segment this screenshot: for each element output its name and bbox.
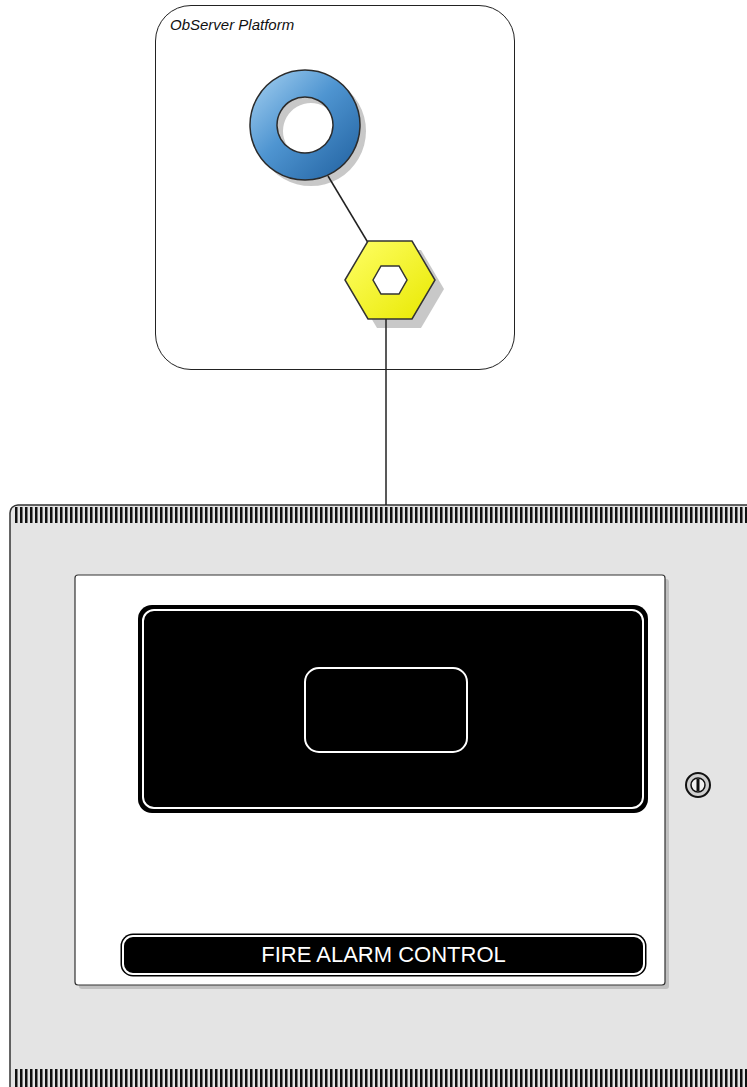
platform-label: ObServer Platform bbox=[170, 16, 294, 33]
platform-box: ObServer Platform bbox=[155, 5, 515, 370]
ring-symbol bbox=[250, 70, 366, 186]
fire-panel: FIRE ALARM CONTROL bbox=[10, 505, 747, 1087]
connector-line bbox=[385, 370, 387, 505]
link-line bbox=[328, 176, 370, 246]
panel-housing bbox=[10, 505, 747, 1087]
key-lock bbox=[686, 773, 710, 797]
hexagon-symbol bbox=[345, 241, 444, 328]
link-line bbox=[385, 319, 387, 370]
panel-label-band: FIRE ALARM CONTROL bbox=[122, 935, 645, 975]
display-screen bbox=[138, 605, 648, 813]
